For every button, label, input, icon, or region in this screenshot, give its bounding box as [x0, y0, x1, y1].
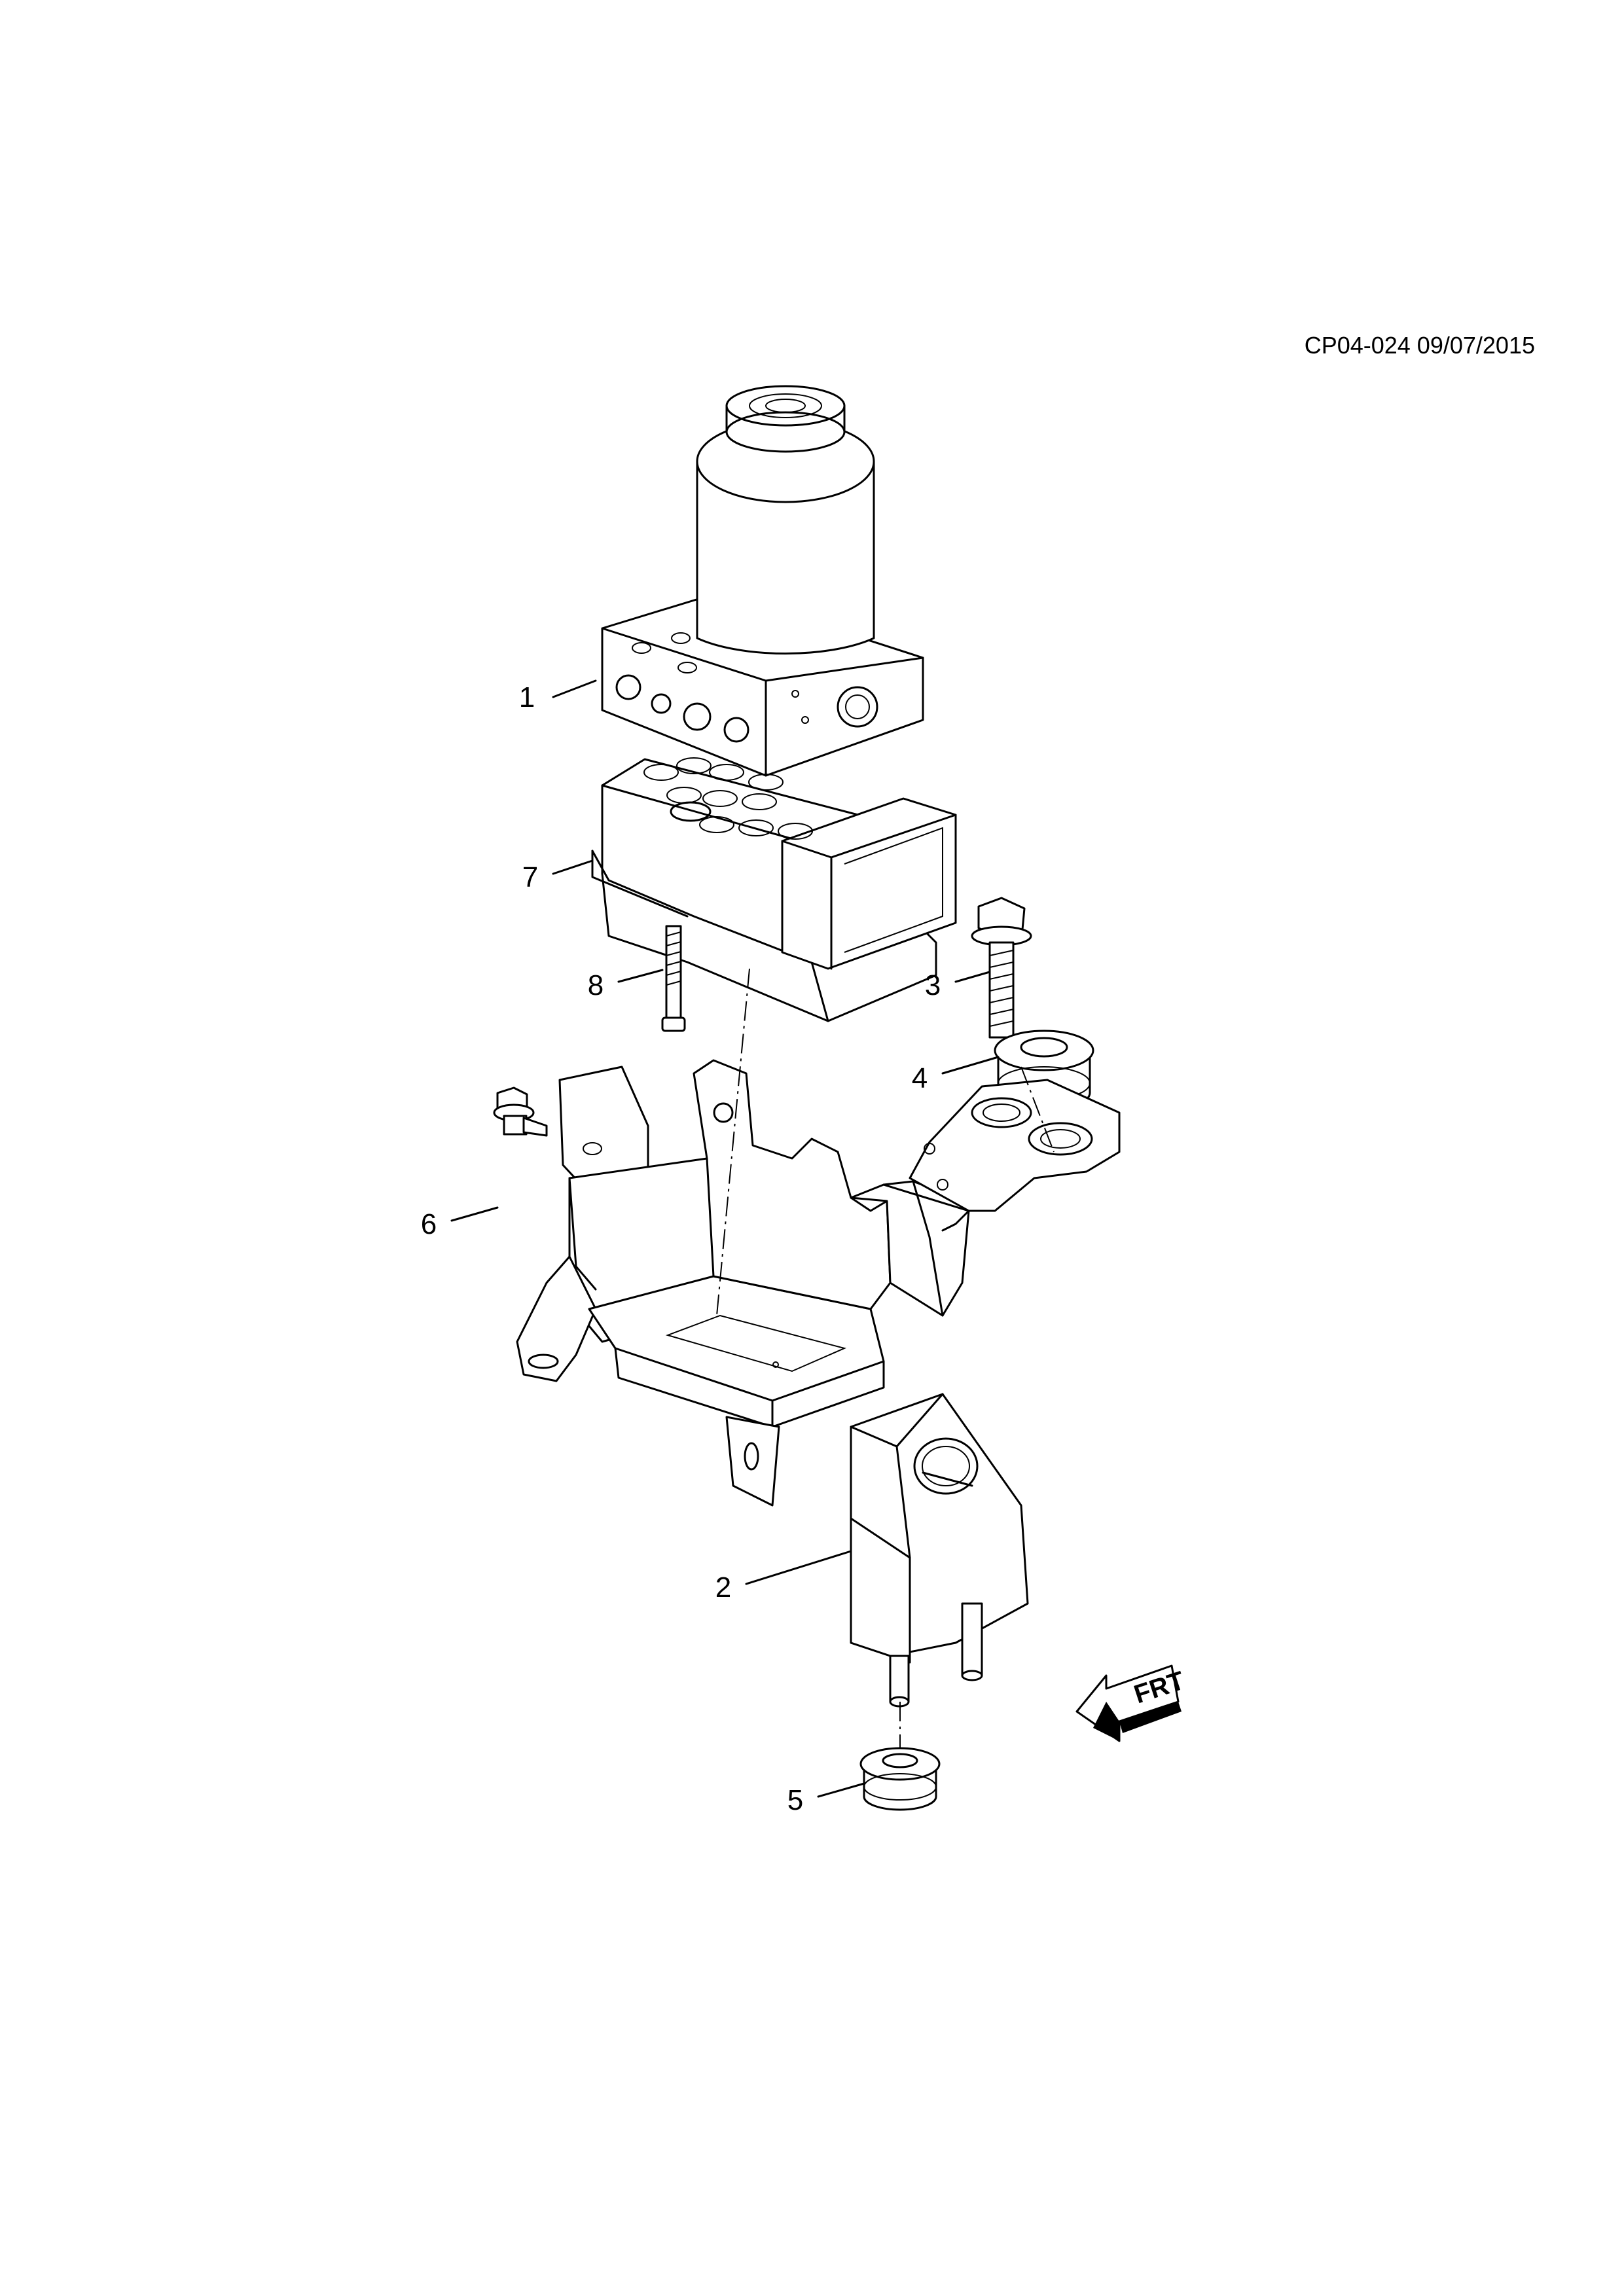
- callout-7: 7: [522, 861, 538, 893]
- callout-3: 3: [925, 969, 941, 1001]
- callout-4: 4: [912, 1062, 928, 1094]
- part-3-bolt: [971, 897, 1032, 1039]
- part-8-bolt: [661, 925, 686, 1032]
- callout-1: 1: [519, 681, 535, 713]
- part-2-bracket: [516, 1059, 1121, 1708]
- callout-8: 8: [588, 969, 604, 1001]
- reference-code: CP04-024 09/07/2015: [1305, 332, 1535, 359]
- callout-6: 6: [421, 1208, 437, 1240]
- part-7-control-module: [591, 757, 957, 1022]
- frt-label: FRT: [1130, 1666, 1188, 1710]
- callout-5: 5: [787, 1784, 803, 1816]
- part-6-bolt: [493, 1086, 548, 1137]
- alignment-lines: [716, 968, 1055, 1748]
- front-direction-arrow-icon: FRT: [1075, 1664, 1188, 1742]
- callout-labels: 1 2 3 4 5 6 7 8: [421, 681, 941, 1816]
- part-1-abs-modulator: [601, 385, 924, 777]
- leader-lines: [450, 679, 1000, 1798]
- callout-2: 2: [715, 1571, 731, 1604]
- part-5-grommet: [859, 1747, 941, 1811]
